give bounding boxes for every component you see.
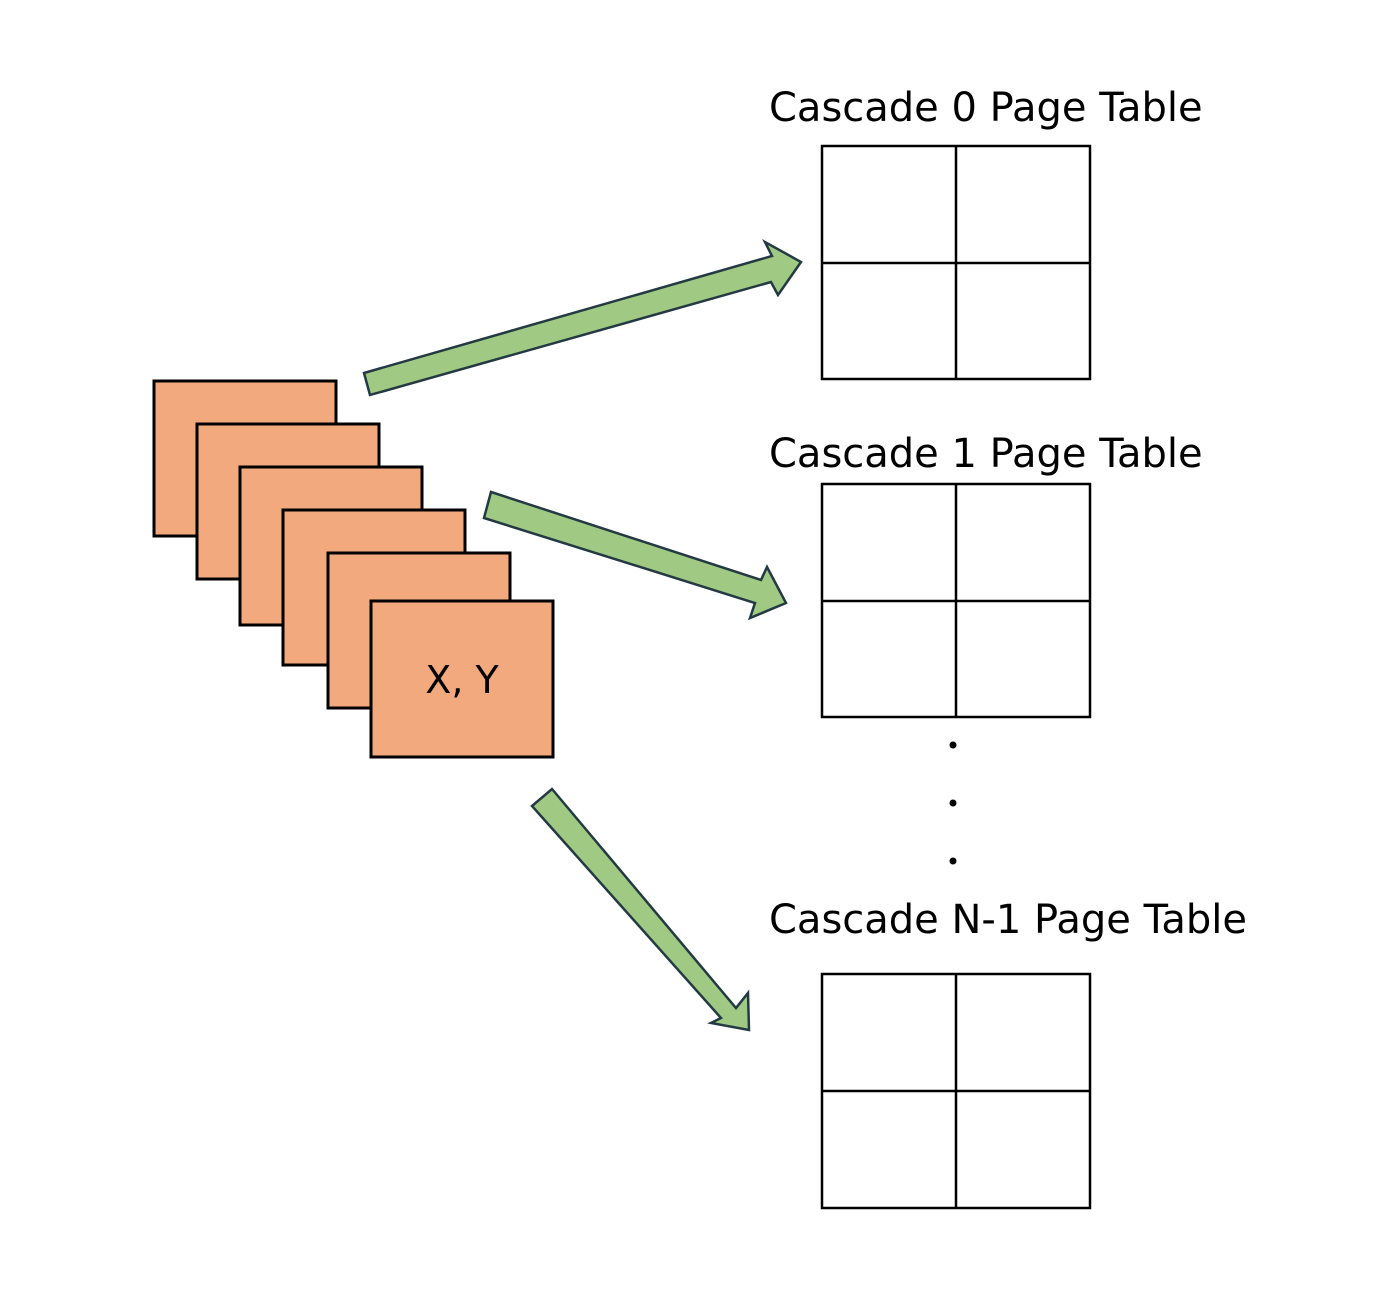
- ellipsis-dot: [949, 857, 957, 865]
- page-table-n-1-title: Cascade N-1 Page Table: [769, 897, 1247, 943]
- arrow-to-cascade-n-1: [530, 787, 751, 1032]
- ellipsis-dot: [949, 741, 957, 749]
- arrow-to-cascade-1: [482, 490, 788, 621]
- vertical-ellipsis: [949, 741, 957, 865]
- tile-front: [369, 599, 555, 759]
- page-table-0: Cascade 0 Page Table: [769, 85, 1203, 381]
- page-table-0-title: Cascade 0 Page Table: [769, 85, 1203, 131]
- tile-stack: X, Y: [152, 379, 555, 759]
- ellipsis-dot: [949, 799, 957, 807]
- page-table-1-title: Cascade 1 Page Table: [769, 431, 1203, 477]
- arrows: [362, 238, 803, 1032]
- page-table-n-1: Cascade N-1 Page Table: [769, 897, 1247, 1210]
- page-table-1: Cascade 1 Page Table: [769, 431, 1203, 719]
- arrow-to-cascade-0: [362, 238, 803, 397]
- tile-front-label: X, Y: [425, 658, 499, 702]
